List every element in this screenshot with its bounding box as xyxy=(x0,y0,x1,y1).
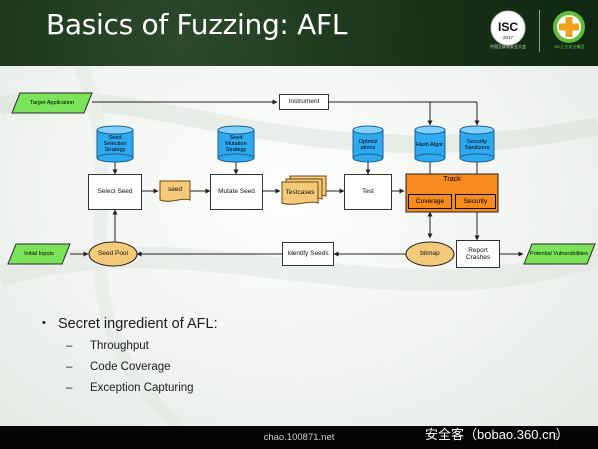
bitmap-shape xyxy=(405,241,455,267)
green-cross-logo xyxy=(553,11,585,43)
instrument-box: Instrument xyxy=(279,94,329,110)
testcases-stack-shape xyxy=(281,175,327,205)
seed-selection-strategy-label: Seed Selection Strategy xyxy=(103,134,127,154)
seed-selection-strategy-cylinder xyxy=(96,125,134,163)
initial-inputs-shape xyxy=(7,243,71,265)
page-number: 6 xyxy=(553,432,559,442)
afl-diagram: Target Application Instrument Seed Selec… xyxy=(0,66,598,326)
bullet-sub-item: – Exception Capturing xyxy=(66,382,194,394)
testcases-label: Testcases xyxy=(285,189,315,197)
test-box: Test xyxy=(344,174,392,210)
seed-label: seed xyxy=(167,186,183,194)
optimizations-label: Optimiz ations xyxy=(358,138,378,151)
identify-seeds-box: Identify Seeds xyxy=(282,242,334,266)
bitmap-label: bitmap xyxy=(420,250,440,258)
mutate-seed-box: Mutate Seed xyxy=(210,174,263,210)
bullet-sub-item: – Code Coverage xyxy=(66,361,171,373)
isc-logo-year: 2017 xyxy=(503,35,514,40)
target-application-shape xyxy=(11,92,93,114)
arrow-instrument-to-hash xyxy=(329,101,433,126)
bullet-sub-text: Throughput xyxy=(90,340,149,352)
dash-icon: – xyxy=(66,361,73,373)
bullet-sub-text: Code Coverage xyxy=(90,361,171,373)
isc-logo-text: ISC xyxy=(498,20,518,34)
cross-logo-caption: 360企业安全集团 xyxy=(553,44,585,49)
bullet-main-text: Secret ingredient of AFL: xyxy=(58,316,218,332)
bullet-dot-icon: • xyxy=(42,317,46,329)
optimizations-cylinder xyxy=(352,125,384,163)
potential-vulnerabilities-shape xyxy=(523,243,596,265)
security-sanitizers-label: Security Sanitizers xyxy=(464,138,490,151)
track-label: Track xyxy=(443,176,461,183)
dash-icon: – xyxy=(66,340,73,352)
isc-logo: ISC 2017 xyxy=(490,10,526,46)
report-crashes-box: Report Crashes xyxy=(456,240,500,268)
seed-pool-shape xyxy=(88,241,138,267)
bullet-main: • Secret ingredient of AFL: xyxy=(42,316,218,332)
security-box: Security xyxy=(455,194,496,209)
dash-icon: – xyxy=(66,382,73,394)
bullet-sub-text: Exception Capturing xyxy=(90,382,194,394)
coverage-box: Coverage xyxy=(408,194,452,209)
seed-mutation-strategy-label: Seed Mutation Strategy xyxy=(225,134,247,154)
bullet-sub-item: – Throughput xyxy=(66,340,149,352)
watermark: 安全客（bobao.360.cn） xyxy=(425,427,569,442)
logo-divider xyxy=(539,10,540,52)
select-seed-box: Select Seed xyxy=(88,174,142,210)
initial-inputs-label: Initial Inputs xyxy=(24,250,54,257)
slide-footer: chao.100871.net 6 xyxy=(0,426,598,449)
potential-vulnerabilities-label: Potential Vulnerabilities xyxy=(530,250,588,257)
slide-header: Basics of Fuzzing: AFL ISC 2017 中国互联网安全大… xyxy=(0,0,598,66)
seed-mutation-strategy-cylinder xyxy=(217,125,255,163)
target-application-label: Target Application xyxy=(29,99,75,106)
footer-url: chao.100871.net xyxy=(263,432,335,443)
security-sanitizers-cylinder xyxy=(459,125,495,163)
slide-title: Basics of Fuzzing: AFL xyxy=(46,8,348,41)
slide-content: Target Application Instrument Seed Selec… xyxy=(0,66,598,426)
seed-document-shape xyxy=(159,180,191,202)
hash-algor-cylinder xyxy=(414,125,446,163)
seed-pool-label: Seed Pool xyxy=(98,250,128,258)
hash-algor-label: Hash Algor. xyxy=(415,141,445,148)
isc-logo-caption: 中国互联网安全大会 xyxy=(490,44,526,49)
